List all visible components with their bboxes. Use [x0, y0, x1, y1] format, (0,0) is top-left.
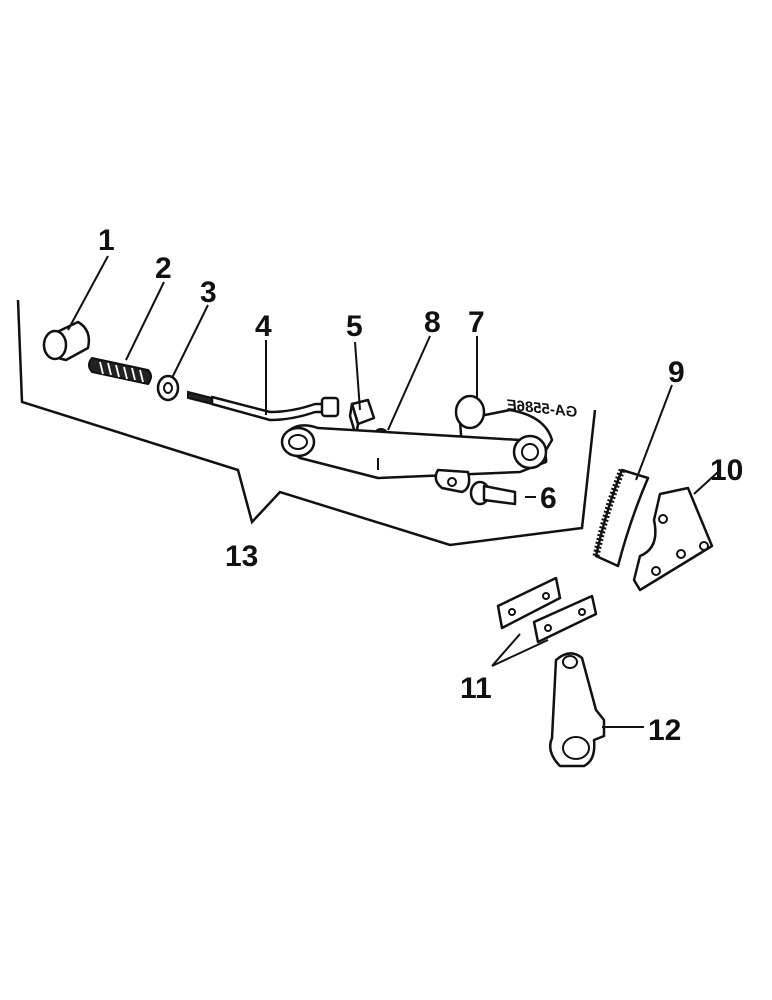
callout-3: 3	[200, 276, 217, 309]
callout-2: 2	[155, 252, 172, 285]
callout-1: 1	[98, 224, 115, 257]
part-3-washer	[156, 374, 180, 402]
part-11-strips	[496, 576, 598, 644]
part-6-bolt	[469, 480, 517, 506]
callout-10: 10	[710, 454, 743, 487]
callout-6: 6	[540, 482, 557, 515]
callout-8: 8	[424, 306, 441, 339]
leader-lines	[67, 255, 719, 728]
part-1-cap	[42, 320, 91, 362]
callout-4: 4	[255, 310, 272, 343]
callout-5: 5	[346, 310, 363, 343]
part-10-plate	[632, 486, 714, 592]
callout-13: 13	[225, 540, 258, 573]
callout-11: 11	[460, 672, 492, 705]
part-2-spring	[88, 356, 152, 386]
callout-12: 12	[648, 714, 681, 747]
part-9-toothed-sector	[592, 468, 650, 568]
callout-7: 7	[468, 306, 485, 339]
callout-9: 9	[668, 356, 685, 389]
assembly-bracket	[16, 299, 597, 547]
part-5-block	[348, 398, 376, 438]
part-12-crank-arm	[549, 652, 606, 768]
part-4-rod	[187, 390, 340, 422]
part-7-lever	[280, 394, 554, 494]
